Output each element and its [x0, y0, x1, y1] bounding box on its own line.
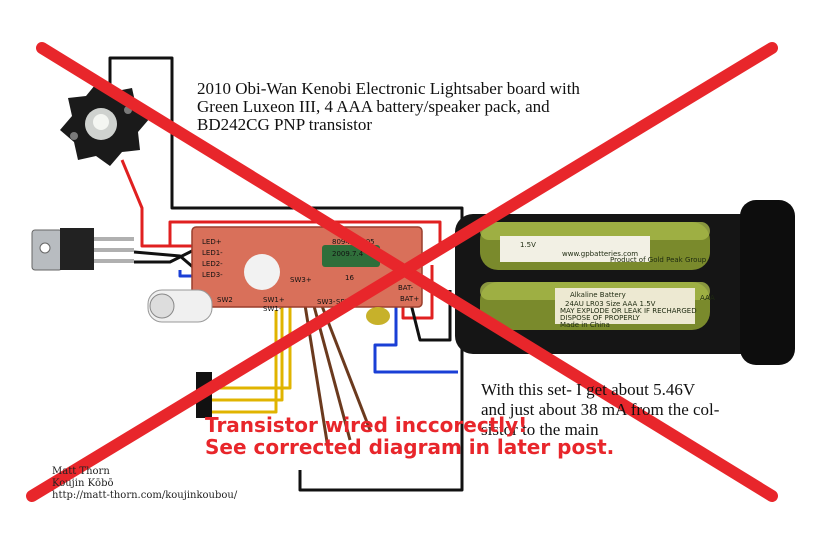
pcb-label: LED+: [202, 238, 222, 246]
warning-line: Transistor wired inccorectly!: [205, 413, 528, 437]
battery-label: Made in China: [560, 321, 610, 329]
author-credit: Matt Thorn Koujin Kōbō http://matt-thorn…: [52, 466, 237, 502]
pcb-label: LED3-: [202, 271, 223, 279]
note-line: sistor to the main: [481, 420, 599, 439]
pcb-label: SW1+: [263, 296, 285, 304]
credit-link[interactable]: http://matt-thorn.com/koujinkoubou/: [52, 490, 238, 501]
battery-label: 1.5V: [520, 241, 536, 249]
pcb-label: SW3+: [290, 276, 312, 284]
pcb-label: 2009.7.4: [332, 250, 364, 258]
credit-line: Koujin Kōbō: [52, 478, 114, 489]
transistor: [31, 228, 134, 271]
credit-line: Matt Thorn: [52, 466, 110, 477]
warning-message: Transistor wired inccorectly! See correc…: [205, 414, 614, 458]
pcb-label: BAT+: [400, 295, 419, 303]
note-line: and just about 38 mA from the col-: [481, 400, 720, 419]
measurement-note: With this set- I get about 5.46V and jus…: [481, 380, 801, 440]
warning-line: See corrected diagram in later post.: [205, 435, 615, 459]
switch-parts: [147, 289, 213, 418]
pcb-label: BAT-: [398, 284, 414, 292]
battery-label: Alkaline Battery: [570, 291, 626, 299]
pcb-label: LED2-: [202, 260, 223, 268]
battery-label: 24AU LR03 Size AAA 1.5V: [565, 300, 656, 308]
diagram-title: 2010 Obi-Wan Kenobi Electronic Lightsabe…: [197, 79, 580, 134]
luxeon-led: [60, 85, 150, 166]
battery-label: AAA: [700, 294, 715, 302]
battery-label: DISPOSE OF PROPERLY: [560, 314, 641, 322]
note-line: With this set- I get about 5.46V: [481, 380, 696, 399]
pcb-label: SW3-: [317, 298, 336, 306]
cross-out-x: [26, 42, 778, 502]
battery-label: Product of Gold Peak Group: [610, 256, 707, 264]
battery-label: www.gpbatteries.com: [562, 250, 638, 258]
pcb-label: SW2: [217, 296, 233, 304]
pcb-label: LED1-: [202, 249, 223, 257]
battery-label: MAY EXPLODE OR LEAK IF RECHARGED: [560, 307, 697, 315]
pcb-label: SW1-: [263, 305, 282, 313]
pcb-label: 16: [345, 274, 354, 282]
